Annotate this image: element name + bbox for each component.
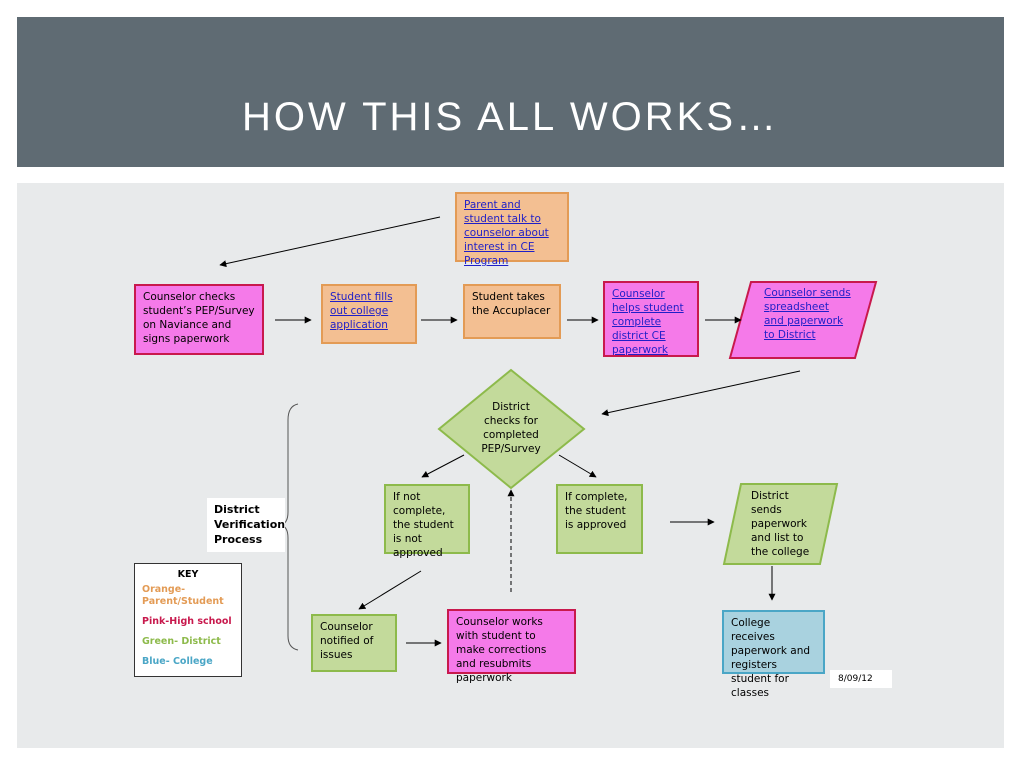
college-receives-box: College receives paperwork and registers… (722, 610, 825, 699)
key-blue: Blue- College (142, 656, 213, 667)
counselor-helps-link[interactable]: Counselor helps student complete distric… (612, 288, 684, 356)
arrow-not-complete-to-notified (358, 570, 422, 610)
district-checks-text-area: District checks for completed PEP/Survey (478, 400, 544, 456)
key-pink: Pink-High school (142, 616, 232, 627)
student-fills-link[interactable]: Student fills out college application (330, 291, 393, 331)
arrow-district-to-complete (558, 454, 597, 478)
student-takes-text: Student takes the Accuplacer (472, 291, 551, 317)
key-title: KEY (177, 569, 199, 580)
key-orange: Orange- Parent/Student (142, 584, 224, 607)
if-not-complete-text: If not complete, the student is not appr… (393, 491, 454, 559)
arrow-district-to-not-complete (421, 454, 465, 478)
district-sends-shape (722, 483, 839, 565)
district-checks-text: District checks for completed PEP/Survey (481, 401, 541, 455)
arrow-sends-to-district (601, 370, 801, 417)
slide-title: HOW THIS ALL WORKS… (241, 95, 780, 139)
counselor-checks-box: Counselor checks student’s PEP/Survey on… (134, 284, 264, 355)
parent-talk-link[interactable]: Parent and student talk to counselor abo… (464, 199, 549, 267)
counselor-sends-shape (728, 281, 878, 359)
parent-talk-box[interactable]: Parent and student talk to counselor abo… (455, 192, 569, 267)
district-sends-text-area: District sends paperwork and list to the… (751, 489, 817, 559)
student-fills-box[interactable]: Student fills out college application (321, 284, 417, 344)
counselor-sends-link[interactable]: Counselor sends spreadsheet and paperwor… (764, 287, 851, 341)
district-sends-text: District sends paperwork and list to the… (751, 490, 810, 558)
if-complete-text: If complete, the student is approved (565, 491, 628, 531)
if-complete-box: If complete, the student is approved (556, 484, 643, 554)
key-green: Green- District (142, 636, 221, 647)
color-key: KEY Orange- Parent/Student Pink-High sch… (134, 563, 242, 677)
counselor-works-box: Counselor works with student to make cor… (447, 609, 576, 684)
date-label: 8/09/12 (830, 670, 892, 688)
title-banner: HOW THIS ALL WORKS… (17, 17, 1004, 167)
student-takes-box: Student takes the Accuplacer (463, 284, 561, 339)
if-not-complete-box: If not complete, the student is not appr… (384, 484, 470, 559)
counselor-notified-text: Counselor notified of issues (320, 621, 374, 661)
counselor-sends-text-area[interactable]: Counselor sends spreadsheet and paperwor… (764, 286, 852, 342)
district-verification-label: District Verification Process (207, 498, 285, 552)
college-receives-text: College receives paperwork and registers… (731, 617, 811, 699)
counselor-checks-text: Counselor checks student’s PEP/Survey on… (143, 291, 255, 345)
counselor-helps-box[interactable]: Counselor helps student complete distric… (603, 281, 699, 357)
district-checks-shape (437, 368, 586, 490)
counselor-notified-box: Counselor notified of issues (311, 614, 397, 672)
arrow-parent-to-counselor (219, 216, 441, 268)
counselor-works-text: Counselor works with student to make cor… (456, 616, 547, 684)
